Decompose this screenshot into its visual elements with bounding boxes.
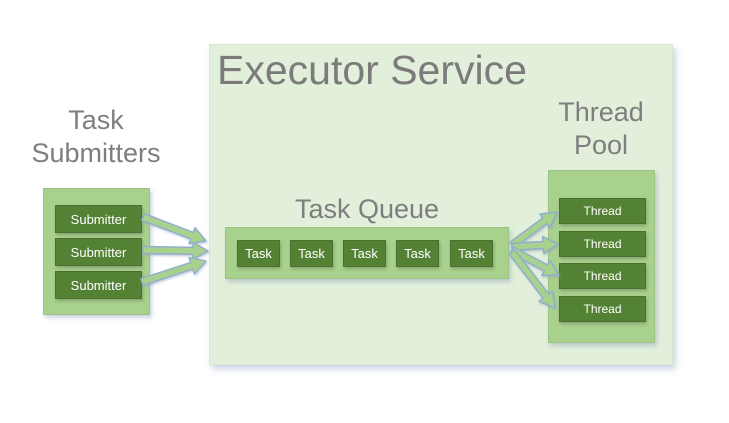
submitter-node: Submitter bbox=[55, 205, 142, 233]
task-queue-group: Task Task Task Task Task bbox=[225, 227, 509, 279]
submitter-node: Submitter bbox=[55, 271, 142, 299]
task-node: Task bbox=[450, 240, 493, 267]
task-node: Task bbox=[237, 240, 280, 267]
flow-arrow bbox=[141, 212, 207, 245]
executor-service-title: Executor Service bbox=[217, 47, 527, 93]
task-queue-label: Task Queue bbox=[225, 193, 509, 226]
thread-pool-label: Thread Pool bbox=[536, 96, 666, 162]
thread-pool-label-line1: Thread bbox=[558, 97, 644, 127]
task-submitters-label-line1: Task bbox=[68, 105, 124, 135]
flow-arrow bbox=[142, 241, 209, 260]
thread-node: Thread bbox=[559, 263, 646, 289]
task-node: Task bbox=[290, 240, 333, 267]
task-node: Task bbox=[396, 240, 439, 267]
thread-pool-label-line2: Pool bbox=[573, 130, 629, 160]
submitter-node: Submitter bbox=[55, 238, 142, 266]
flow-arrow bbox=[140, 256, 207, 286]
thread-node: Thread bbox=[559, 296, 646, 322]
thread-node: Thread bbox=[559, 231, 646, 257]
task-submitters-label-line2: Submitters bbox=[31, 138, 161, 168]
task-node: Task bbox=[343, 240, 386, 267]
thread-node: Thread bbox=[559, 198, 646, 224]
task-queue-label-text: Task Queue bbox=[294, 194, 440, 224]
task-submitters-label: Task Submitters bbox=[16, 104, 176, 170]
